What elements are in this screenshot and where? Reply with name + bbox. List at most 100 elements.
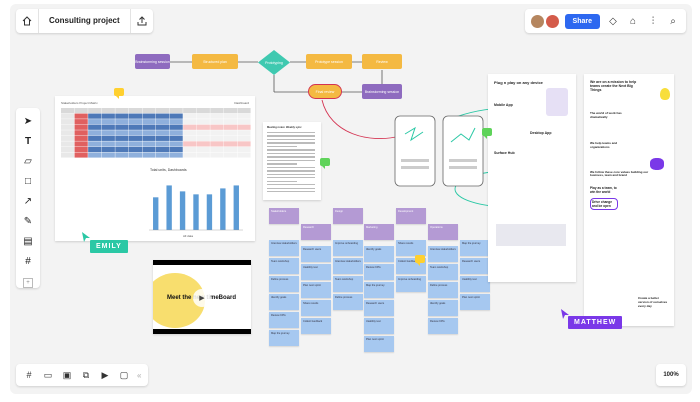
- comment-icon[interactable]: [114, 88, 124, 99]
- sticky-header[interactable]: Marketing: [364, 224, 394, 240]
- sticky-note[interactable]: Team workshop: [428, 264, 458, 280]
- sticky-note[interactable]: Identify goals: [428, 300, 458, 316]
- comment-tool-icon[interactable]: ▤: [23, 236, 33, 247]
- flow-node-2[interactable]: Structured plan: [192, 54, 238, 69]
- sticky-note[interactable]: Research users: [460, 258, 490, 274]
- bar-chart-xlabel: All data: [183, 234, 194, 238]
- avatar[interactable]: [530, 14, 544, 28]
- sticky-header[interactable]: Operations: [428, 224, 458, 240]
- table-cell: [74, 124, 88, 130]
- flow-node-4[interactable]: Prototype session: [306, 54, 352, 69]
- sticky-header[interactable]: Design: [333, 208, 363, 224]
- tag-icon[interactable]: ◇: [609, 15, 617, 27]
- web-page-card-2[interactable]: We are on a mission to help teams create…: [584, 74, 674, 326]
- sticky-note[interactable]: Research users: [364, 300, 394, 316]
- table-cell: [115, 119, 129, 125]
- sticky-note[interactable]: Define process: [333, 294, 363, 310]
- whiteboard-canvas[interactable]: Brainstorming session Structured plan Pr…: [10, 4, 692, 394]
- web1-title: Plug n play on any device: [494, 80, 543, 85]
- upload-icon[interactable]: [131, 9, 153, 33]
- collapse-chevron-icon[interactable]: «: [137, 370, 142, 380]
- sticky-note[interactable]: Map the journey: [269, 330, 299, 346]
- sticky-note[interactable]: Team workshop: [333, 276, 363, 292]
- table-cell: [210, 130, 224, 136]
- web2-heading-2: The world of work has dramatically: [590, 110, 622, 119]
- frame-icon[interactable]: #: [25, 256, 31, 267]
- sticky-note[interactable]: Team workshop: [269, 258, 299, 274]
- chat-icon[interactable]: ▣: [62, 369, 72, 380]
- video-card[interactable]: Meet the new timeBoard ▶: [153, 260, 251, 334]
- document-card[interactable]: Meeting notes: Weekly sync: [263, 122, 321, 200]
- text-tool-icon[interactable]: T: [24, 136, 32, 147]
- flow-node-5[interactable]: Review: [362, 54, 402, 69]
- shape-rectangle-icon[interactable]: □: [24, 176, 32, 187]
- sticky-note[interactable]: Plan next sprint: [301, 282, 331, 298]
- presentation-icon[interactable]: ▢: [119, 369, 129, 380]
- sticky-note[interactable]: Plan next sprint: [460, 294, 490, 310]
- search-icon[interactable]: ⌕: [670, 15, 676, 27]
- dashboard-card[interactable]: Stakeholders Project Matrix Dashboard To…: [55, 96, 255, 241]
- sticky-note[interactable]: Collect feedback: [301, 318, 331, 334]
- flow-node-7[interactable]: Brainstorming session: [362, 84, 402, 99]
- comments-icon[interactable]: ▭: [43, 369, 53, 380]
- home-icon[interactable]: [16, 9, 38, 33]
- more-tools-icon[interactable]: +: [23, 278, 33, 288]
- sticky-note[interactable]: Interview stakeholders: [333, 258, 363, 274]
- table-cell: [156, 130, 170, 136]
- table-cell: [61, 130, 75, 136]
- table-cell: [142, 135, 156, 141]
- pen-icon[interactable]: ✎: [23, 216, 33, 227]
- table-cell: [223, 146, 238, 153]
- screen-share-icon[interactable]: ⧉: [82, 369, 90, 380]
- sticky-note[interactable]: Identify goals: [364, 246, 394, 262]
- comment-icon[interactable]: [482, 128, 492, 139]
- sticky-note[interactable]: Share results: [301, 300, 331, 316]
- arrow-line-icon[interactable]: ↗: [23, 196, 33, 207]
- avatar[interactable]: [545, 14, 559, 28]
- table-cell: [74, 152, 88, 158]
- sticky-note-icon[interactable]: ▱: [24, 156, 32, 167]
- sticky-header[interactable]: Research: [301, 224, 331, 240]
- flow-node-1[interactable]: Brainstorming session: [135, 54, 170, 69]
- sticky-note[interactable]: Plan next sprint: [364, 336, 394, 352]
- sticky-note[interactable]: Define process: [428, 282, 458, 298]
- sticky-note[interactable]: Map the journey: [364, 282, 394, 298]
- sticky-note[interactable]: Improve onboarding: [396, 276, 426, 292]
- project-title[interactable]: Consulting project: [38, 9, 131, 33]
- sticky-note[interactable]: Usability test: [364, 318, 394, 334]
- video-call-icon[interactable]: ▶: [101, 369, 109, 380]
- share-button[interactable]: Share: [564, 13, 600, 29]
- sticky-note[interactable]: Review KPIs: [364, 264, 394, 280]
- flow-node-6[interactable]: Final review: [308, 84, 342, 99]
- sticky-note[interactable]: Interview stakeholders: [428, 246, 458, 262]
- sticky-header[interactable]: Stakeholders: [269, 208, 299, 224]
- flow-node-diamond[interactable]: Prototyping: [258, 50, 290, 75]
- frames-icon[interactable]: #: [26, 370, 32, 380]
- sticky-note[interactable]: Define process: [269, 276, 299, 292]
- sticky-note[interactable]: Review KPIs: [269, 312, 299, 328]
- comment-icon[interactable]: [415, 255, 425, 266]
- document-line: [267, 184, 315, 186]
- sticky-note[interactable]: Identify goals: [269, 294, 299, 310]
- table-cell: [128, 130, 143, 136]
- comment-icon[interactable]: [320, 158, 330, 169]
- play-icon[interactable]: ▶: [193, 289, 211, 307]
- sticky-note[interactable]: Improve onboarding: [333, 240, 363, 256]
- sticky-note[interactable]: Share results: [396, 240, 426, 256]
- settings-sliders-icon[interactable]: ⫶: [651, 15, 655, 27]
- sticky-note[interactable]: Usability test: [301, 264, 331, 280]
- sticky-note[interactable]: Map the journey: [460, 240, 490, 256]
- zoom-level[interactable]: 100%: [656, 364, 686, 386]
- web-page-card-1[interactable]: Plug n play on any device Mobile App Des…: [488, 74, 576, 282]
- sticky-note[interactable]: Research users: [301, 246, 331, 262]
- table-cell: [183, 130, 197, 136]
- select-cursor-icon[interactable]: ➤: [23, 116, 33, 127]
- sticky-header[interactable]: Development: [396, 208, 426, 224]
- table-cell: [223, 124, 238, 130]
- graduation-cap-icon[interactable]: ⌂: [629, 15, 637, 27]
- sticky-note[interactable]: Usability test: [460, 276, 490, 292]
- sticky-note[interactable]: Interview stakeholders: [269, 240, 299, 256]
- table-cell: [237, 135, 251, 141]
- sticky-note[interactable]: Review KPIs: [428, 318, 458, 334]
- table-cell: [156, 113, 170, 119]
